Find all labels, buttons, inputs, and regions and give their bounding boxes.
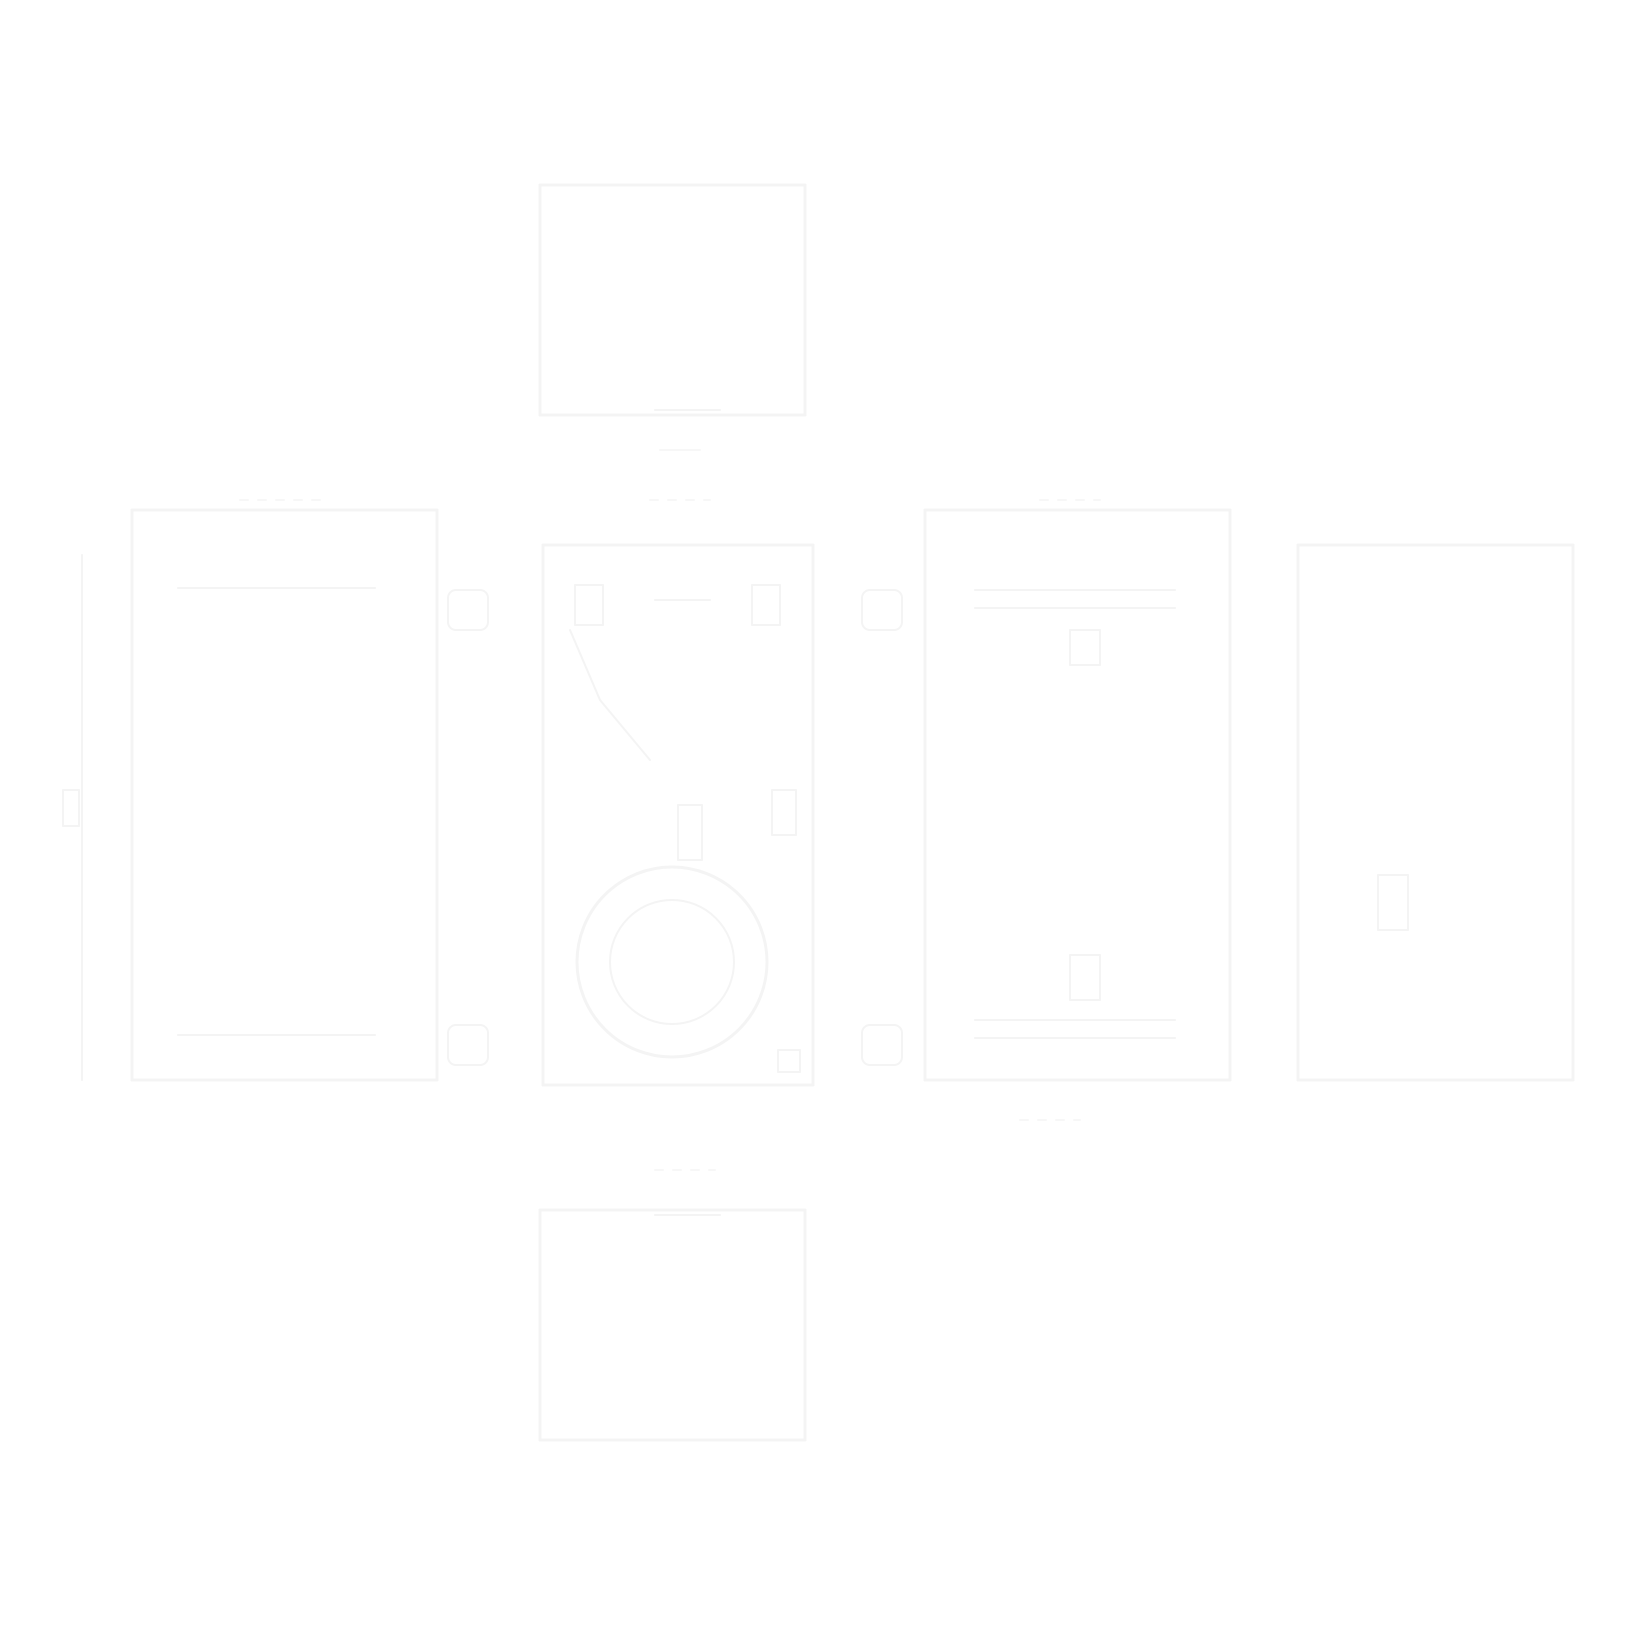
door-icon <box>1296 543 1575 1082</box>
wall-cabinet-icon <box>538 183 807 417</box>
hinge-icon <box>447 1024 489 1066</box>
stacked-cabinet-mark-top <box>1069 629 1101 666</box>
side-panel-mark <box>62 789 80 827</box>
washer-drum-inner <box>609 899 735 1025</box>
tall-cabinet-icon <box>130 508 489 1082</box>
base-cabinet-body <box>538 1208 807 1442</box>
handle-icon <box>777 1049 801 1073</box>
washer-drum-outer <box>575 865 769 1059</box>
washer-hinges <box>861 589 903 1066</box>
side-panel-left <box>62 554 83 1081</box>
hinge-icon <box>447 589 489 631</box>
hinge-icon <box>861 1024 903 1066</box>
tall-cabinet-body <box>130 508 439 1082</box>
stacked-cabinet-icon <box>923 508 1232 1082</box>
washer-side-box <box>771 789 797 836</box>
door-body <box>1296 543 1575 1082</box>
dimension-guides <box>239 449 1101 1171</box>
washer-diagonal-mark <box>569 629 651 761</box>
stacked-cabinet-body <box>923 508 1232 1082</box>
washer-knob-right <box>751 584 781 626</box>
washer-body <box>541 543 815 1087</box>
stacked-cabinet-mark-bottom <box>1069 954 1101 1001</box>
washer-knob-left <box>574 584 604 626</box>
wall-cabinet-body <box>538 183 807 417</box>
washing-machine-icon <box>541 543 815 1087</box>
door-handle <box>1377 874 1409 931</box>
base-cabinet-icon <box>538 1208 807 1442</box>
hinge-icon <box>861 589 903 631</box>
washer-filter-box <box>677 804 703 861</box>
